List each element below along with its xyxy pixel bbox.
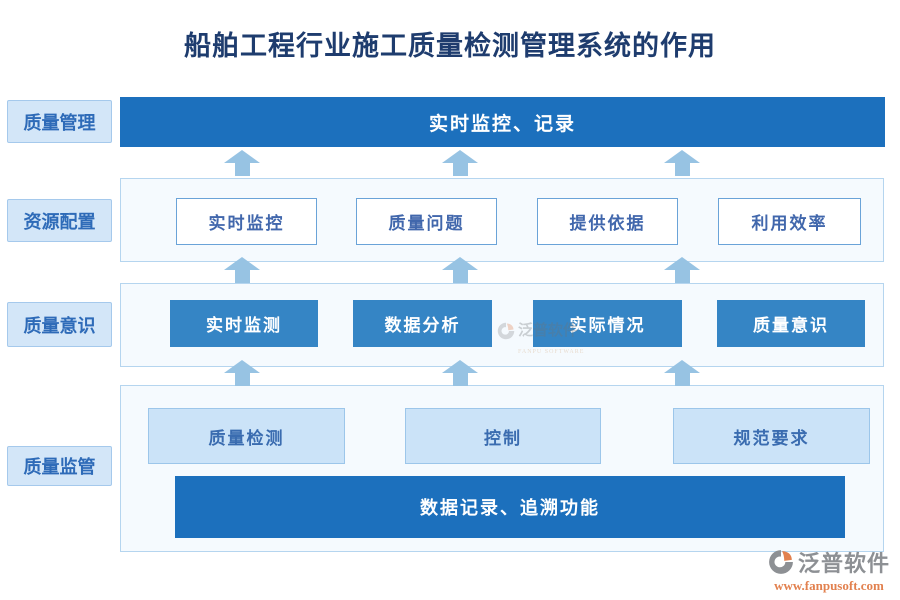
level4-box-control: 控制 [405, 408, 601, 464]
side-label-text: 质量监管 [23, 457, 96, 477]
level3-box-realtime-detection: 实时监测 [170, 300, 318, 347]
brand-block: 泛普软件 www.fanpusoft.com [768, 546, 890, 594]
box-label: 提供依据 [569, 214, 646, 233]
up-arrow-icon [224, 257, 260, 283]
side-label-text: 资源配置 [23, 211, 96, 232]
level4-bar: 数据记录、追溯功能 [175, 476, 845, 538]
level1-bar: 实时监控、记录 [120, 97, 885, 147]
level4-bar-label: 数据记录、追溯功能 [420, 498, 600, 518]
box-label: 质量问题 [388, 214, 465, 233]
level2-box-utilization-efficiency: 利用效率 [718, 198, 861, 245]
box-label: 规范要求 [733, 428, 810, 448]
side-label-quality-supervision: 质量监管 [7, 446, 112, 486]
level3-box-data-analysis: 数据分析 [353, 300, 492, 347]
up-arrow-icon [442, 360, 478, 386]
fanpu-logo-icon [769, 550, 793, 574]
level3-box-actual-situation: 实际情况 [533, 300, 682, 347]
level1-bar-label: 实时监控、记录 [428, 113, 576, 135]
level2-box-provide-basis: 提供依据 [537, 198, 678, 245]
watermark-text: 泛普软件 [518, 323, 579, 339]
side-label-text: 质量意识 [23, 315, 96, 336]
box-label: 实时监控 [208, 214, 285, 233]
side-label-quality-awareness: 质量意识 [7, 302, 112, 347]
level3-box-quality-awareness: 质量意识 [717, 300, 865, 347]
box-label: 利用效率 [751, 214, 828, 233]
side-label-text: 质量管理 [23, 112, 96, 133]
brand-url: www.fanpusoft.com [774, 578, 884, 593]
up-arrow-icon [224, 360, 260, 386]
level4-box-standard-requirements: 规范要求 [673, 408, 870, 464]
level2-box-quality-issues: 质量问题 [356, 198, 497, 245]
level2-box-realtime-monitoring: 实时监控 [176, 198, 317, 245]
box-label: 数据分析 [384, 316, 461, 335]
box-label: 质量检测 [208, 428, 285, 448]
up-arrow-icon [224, 150, 260, 176]
side-label-resource-allocation: 资源配置 [7, 199, 112, 242]
center-watermark: 泛普软件 FANPU SOFTWARE [497, 322, 584, 358]
watermark-subtext: FANPU SOFTWARE [518, 349, 585, 355]
box-label: 质量意识 [753, 316, 829, 335]
up-arrow-icon [442, 257, 478, 283]
up-arrow-icon [664, 360, 700, 386]
up-arrow-icon [664, 257, 700, 283]
page-title: 船舶工程行业施工质量检测管理系统的作用 [184, 31, 716, 61]
up-arrow-icon [664, 150, 700, 176]
fanpu-logo-icon [497, 322, 515, 340]
up-arrow-icon [442, 150, 478, 176]
box-label: 实际情况 [569, 316, 646, 335]
level4-box-quality-inspection: 质量检测 [148, 408, 345, 464]
box-label: 实时监测 [206, 316, 282, 335]
box-label: 控制 [484, 428, 522, 448]
brand-name: 泛普软件 [797, 551, 890, 576]
side-label-quality-management: 质量管理 [7, 100, 112, 143]
